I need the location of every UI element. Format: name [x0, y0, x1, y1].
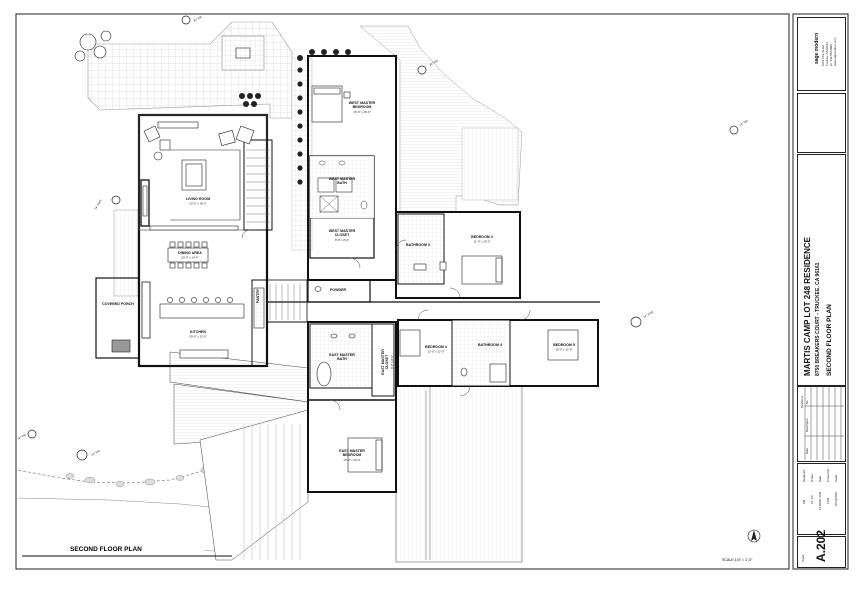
north-arrow: [747, 529, 761, 543]
room-dimensions: 8'-0" x 8'-0": [390, 355, 394, 369]
tree-label: 24" FIR: [739, 119, 749, 127]
room-name: BEDROOM 5: [553, 343, 575, 347]
furniture: [111, 85, 579, 473]
room-dimensions: 20'-0" x 14'-0": [181, 256, 198, 260]
room-dimensions: 15'-0" x 12'-0": [555, 348, 572, 352]
drawing-scale: SCALE 1/4" = 1'-0": [722, 558, 753, 562]
sheet-label: Sheet: [801, 554, 805, 562]
room-name: LIVING ROOM: [186, 197, 210, 201]
info-box: [797, 463, 846, 535]
info-drawn-value: PL, KS: [810, 495, 814, 504]
room-name: BATH: [337, 181, 347, 185]
room-name: POWDER: [330, 288, 347, 292]
sheet-number-box: [797, 536, 846, 568]
room-label-bath4: BATHROOM 4: [478, 343, 502, 347]
info-designed-label: Designed:: [802, 469, 806, 482]
info-designed-value: PM: [802, 499, 806, 504]
tree-label: 18" FIR: [17, 433, 27, 441]
tree-label: 30" FIR: [193, 15, 203, 23]
tree-label: 24" PINE: [93, 199, 102, 211]
room-name: BATHROOM 3: [406, 243, 430, 247]
room-name: PANTRY: [256, 288, 260, 303]
firm-line-4: www.sagemodern.com: [833, 37, 837, 66]
door-swings: [241, 229, 531, 411]
roof-below: [169, 351, 523, 563]
room-name: BEDROOM 4: [425, 345, 447, 349]
room-label-bed4: BEDROOM 412'-0" x 12'-0": [425, 345, 447, 354]
room-dimensions: 15'-0" x 16'-0": [343, 458, 360, 462]
room-name: WEST MASTER: [329, 177, 356, 181]
room-name: DINING AREA: [178, 251, 202, 255]
landscape-trees: [74, 30, 112, 62]
room-label-pantry: PANTRY: [256, 288, 260, 303]
project-title: MARTIS CAMP LOT 248 RESIDENCE: [803, 237, 812, 376]
room-name: EAST MASTER: [381, 349, 385, 375]
room-name: WEST MASTER: [349, 101, 376, 105]
drawing-caption: SECOND FLOOR PLAN: [70, 546, 142, 553]
room-name: BATH: [337, 357, 347, 361]
room-dimensions: 20'-0" x 18'-0": [189, 202, 206, 206]
tree-label: 24" PINE: [643, 310, 655, 319]
room-name: WEST MASTER: [329, 229, 356, 233]
room-name: EAST MASTER: [339, 449, 365, 453]
planters: [239, 49, 351, 185]
room-name: COVERED PORCH: [102, 302, 134, 306]
sheet-number: A.202: [814, 529, 828, 562]
room-dimensions: 12'-0" x 12'-0": [427, 350, 444, 354]
project-box: [797, 93, 846, 153]
room-label-bath3: BATHROOM 3: [406, 243, 430, 247]
tree-labels: 30" FIR 30" FIR 24" PINE 24" FIR 24" PINE 24"…: [17, 15, 749, 457]
existing-trees: [27, 15, 739, 461]
project-address: 8750 BREAKERS COURT - TRUCKEE, CA 96161: [815, 262, 821, 376]
room-dimensions: 8'-0" x 8'-0": [335, 238, 349, 242]
room-dimensions: 20'-0" x 12'-0": [189, 335, 206, 339]
room-name: BATHROOM 4: [478, 343, 502, 347]
room-dimensions: 15'-0" x 16'-0": [353, 110, 370, 114]
project-title-box: [797, 154, 846, 386]
room-dimensions: 11'-0" x 13'-0": [474, 240, 491, 244]
tree-label: 24" FIR: [91, 449, 101, 457]
info-project-value: 1148: [826, 497, 830, 504]
room-name: CLOSET: [385, 354, 389, 369]
info-date-value: 12 APRIL 2011: [818, 491, 822, 510]
info-scale-value: AS NOTED: [834, 491, 838, 506]
room-name: BEDROOM: [353, 105, 372, 109]
sheet-title: SECOND FLOOR PLAN: [826, 304, 833, 376]
firm-box: [797, 17, 846, 91]
room-name: EAST MASTER: [329, 353, 355, 357]
room-label-bed3: BEDROOM 311'-0" x 13'-0": [471, 235, 493, 244]
room-name: BEDROOM 3: [471, 235, 493, 239]
info-date-label: Date:: [818, 475, 822, 482]
info-project-label: Project No.:: [826, 467, 830, 482]
room-label-bed5: BEDROOM 515'-0" x 12'-0": [553, 343, 575, 352]
room-name: CLOSET: [335, 233, 350, 237]
room-label-porch: COVERED PORCH: [102, 302, 134, 306]
revisions-grid: [804, 386, 844, 460]
room-label-powder: POWDER: [330, 288, 347, 292]
tree-label: 30" FIR: [429, 59, 439, 67]
walls: [95, 55, 600, 493]
room-name: KITCHEN: [190, 330, 206, 334]
info-scale-label: Scale:: [834, 474, 838, 482]
info-drawn-label: Drawn:: [810, 473, 814, 482]
firm-name: sage modern: [814, 32, 820, 64]
room-name: BEDROOM: [343, 453, 362, 457]
